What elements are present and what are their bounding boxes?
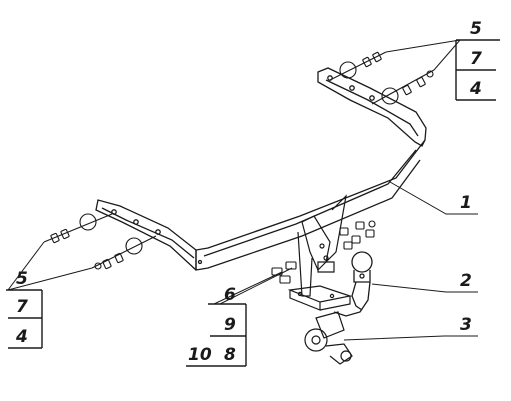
label-tow-ball: 2 [460,271,472,291]
label-socket-plate: 3 [460,315,472,335]
tow-ball [333,251,373,317]
left-fasteners [43,213,157,270]
callout-ball-mount-qty-b: 8 [224,345,236,365]
callout-top-right-part: 5 [470,19,482,39]
callout-left-qty-a: 7 [16,297,28,317]
callout-top-right: 5 7 4 [455,19,500,101]
mount-bracket [297,194,347,297]
label-frame: 1 [460,193,472,213]
callout-ball-mount-qty-a: 9 [224,315,236,335]
callout-left: 5 7 4 [6,269,43,349]
callout-top-right-qty-b: 4 [469,79,482,99]
top-right-fasteners [329,51,435,105]
leader-lines [7,39,478,341]
callout-left-qty-b: 4 [15,327,28,347]
callout-ball-mount-part: 6 [224,285,236,305]
callout-left-part: 5 [16,269,28,289]
towbar-crossbar [95,67,427,271]
mount-bolts [339,220,376,250]
callout-top-right-qty-a: 7 [470,49,482,69]
socket-plate [304,311,353,365]
ball-mount-plate [287,285,353,311]
callout-ball-mount-qty-c: 10 [188,345,212,365]
callout-ball-mount: 6 9 8 10 [186,285,247,367]
